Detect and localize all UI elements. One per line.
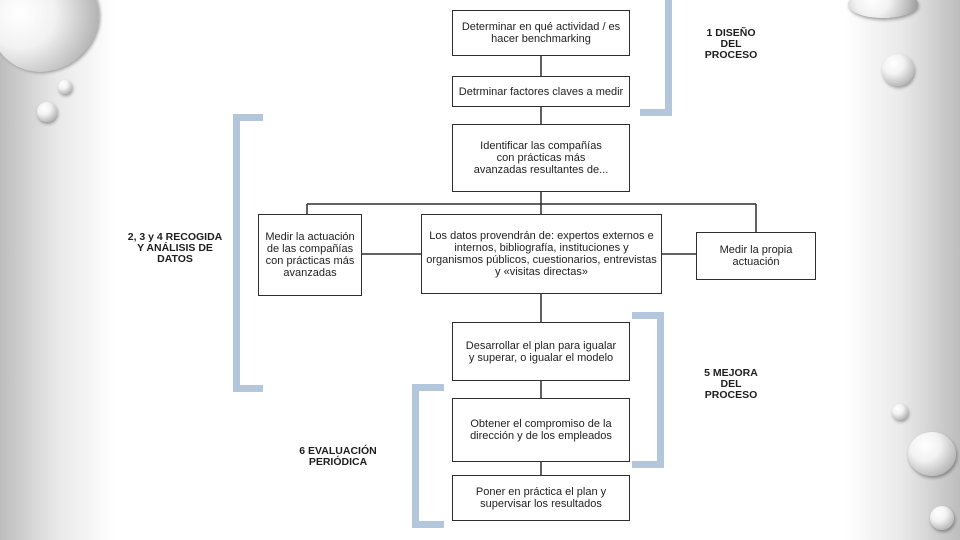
box-fuentes-datos-text: Los datos provendrán de: expertos extern… [426,230,657,278]
bracket-mejora [632,312,664,468]
box-determinar-factores-text: Detrminar factores claves a medir [458,85,624,98]
box-desarrollar-plan: Desarrollar el plan para igualar y super… [452,322,630,381]
box-determinar-actividad-text: Determinar en qué actividad / es hacer b… [461,21,621,45]
box-determinar-factores: Detrminar factores claves a medir [452,76,630,107]
water-drop [892,404,908,420]
bracket-evaluacion [412,384,444,528]
water-drop [930,506,954,530]
box-medir-actuacion-companias-text: Medir la actuación de las compañías con … [265,231,355,279]
stage-evaluacion-label: 6 EVALUACIÓN PERIÓDICA [278,446,398,468]
box-poner-en-practica: Poner en práctica el plan y supervisar l… [452,475,630,521]
box-fuentes-datos: Los datos provendrán de: expertos extern… [421,214,662,294]
water-drop [908,432,956,476]
box-desarrollar-plan-text: Desarrollar el plan para igualar y super… [465,339,617,364]
water-drop [58,80,72,94]
stage-diseno-text: 1 DISEÑO DEL PROCESO [704,27,758,61]
bracket-diseno [640,0,672,116]
box-poner-en-practica-text: Poner en práctica el plan y supervisar l… [475,486,607,510]
box-medir-actuacion-companias: Medir la actuación de las compañías con … [258,214,362,296]
box-identificar-companias-text: Identificar las compañías con prácticas … [473,140,609,176]
box-identificar-companias: Identificar las compañías con prácticas … [452,124,630,192]
box-medir-propia-actuacion: Medir la propia actuación [696,232,816,280]
stage-recogida-label: 2, 3 y 4 RECOGIDA Y ANÁLISIS DE DATOS [122,232,228,265]
box-medir-propia-actuacion-text: Medir la propia actuación [719,244,793,268]
box-determinar-actividad: Determinar en qué actividad / es hacer b… [452,10,630,56]
stage-evaluacion-text: 6 EVALUACIÓN PERIÓDICA [299,445,377,468]
water-drop [882,54,914,86]
water-drop [37,102,57,122]
stage-mejora-text: 5 MEJORA DEL PROCESO [704,367,758,401]
stage-mejora-label: 5 MEJORA DEL PROCESO [686,368,776,401]
bracket-recogida [233,114,263,392]
water-drop [848,0,918,18]
box-obtener-compromiso-text: Obtener el compromiso de la dirección y … [470,418,612,442]
stage-recogida-text: 2, 3 y 4 RECOGIDA Y ANÁLISIS DE DATOS [127,231,223,265]
stage-diseno-label: 1 DISEÑO DEL PROCESO [686,28,776,61]
box-obtener-compromiso: Obtener el compromiso de la dirección y … [452,398,630,462]
